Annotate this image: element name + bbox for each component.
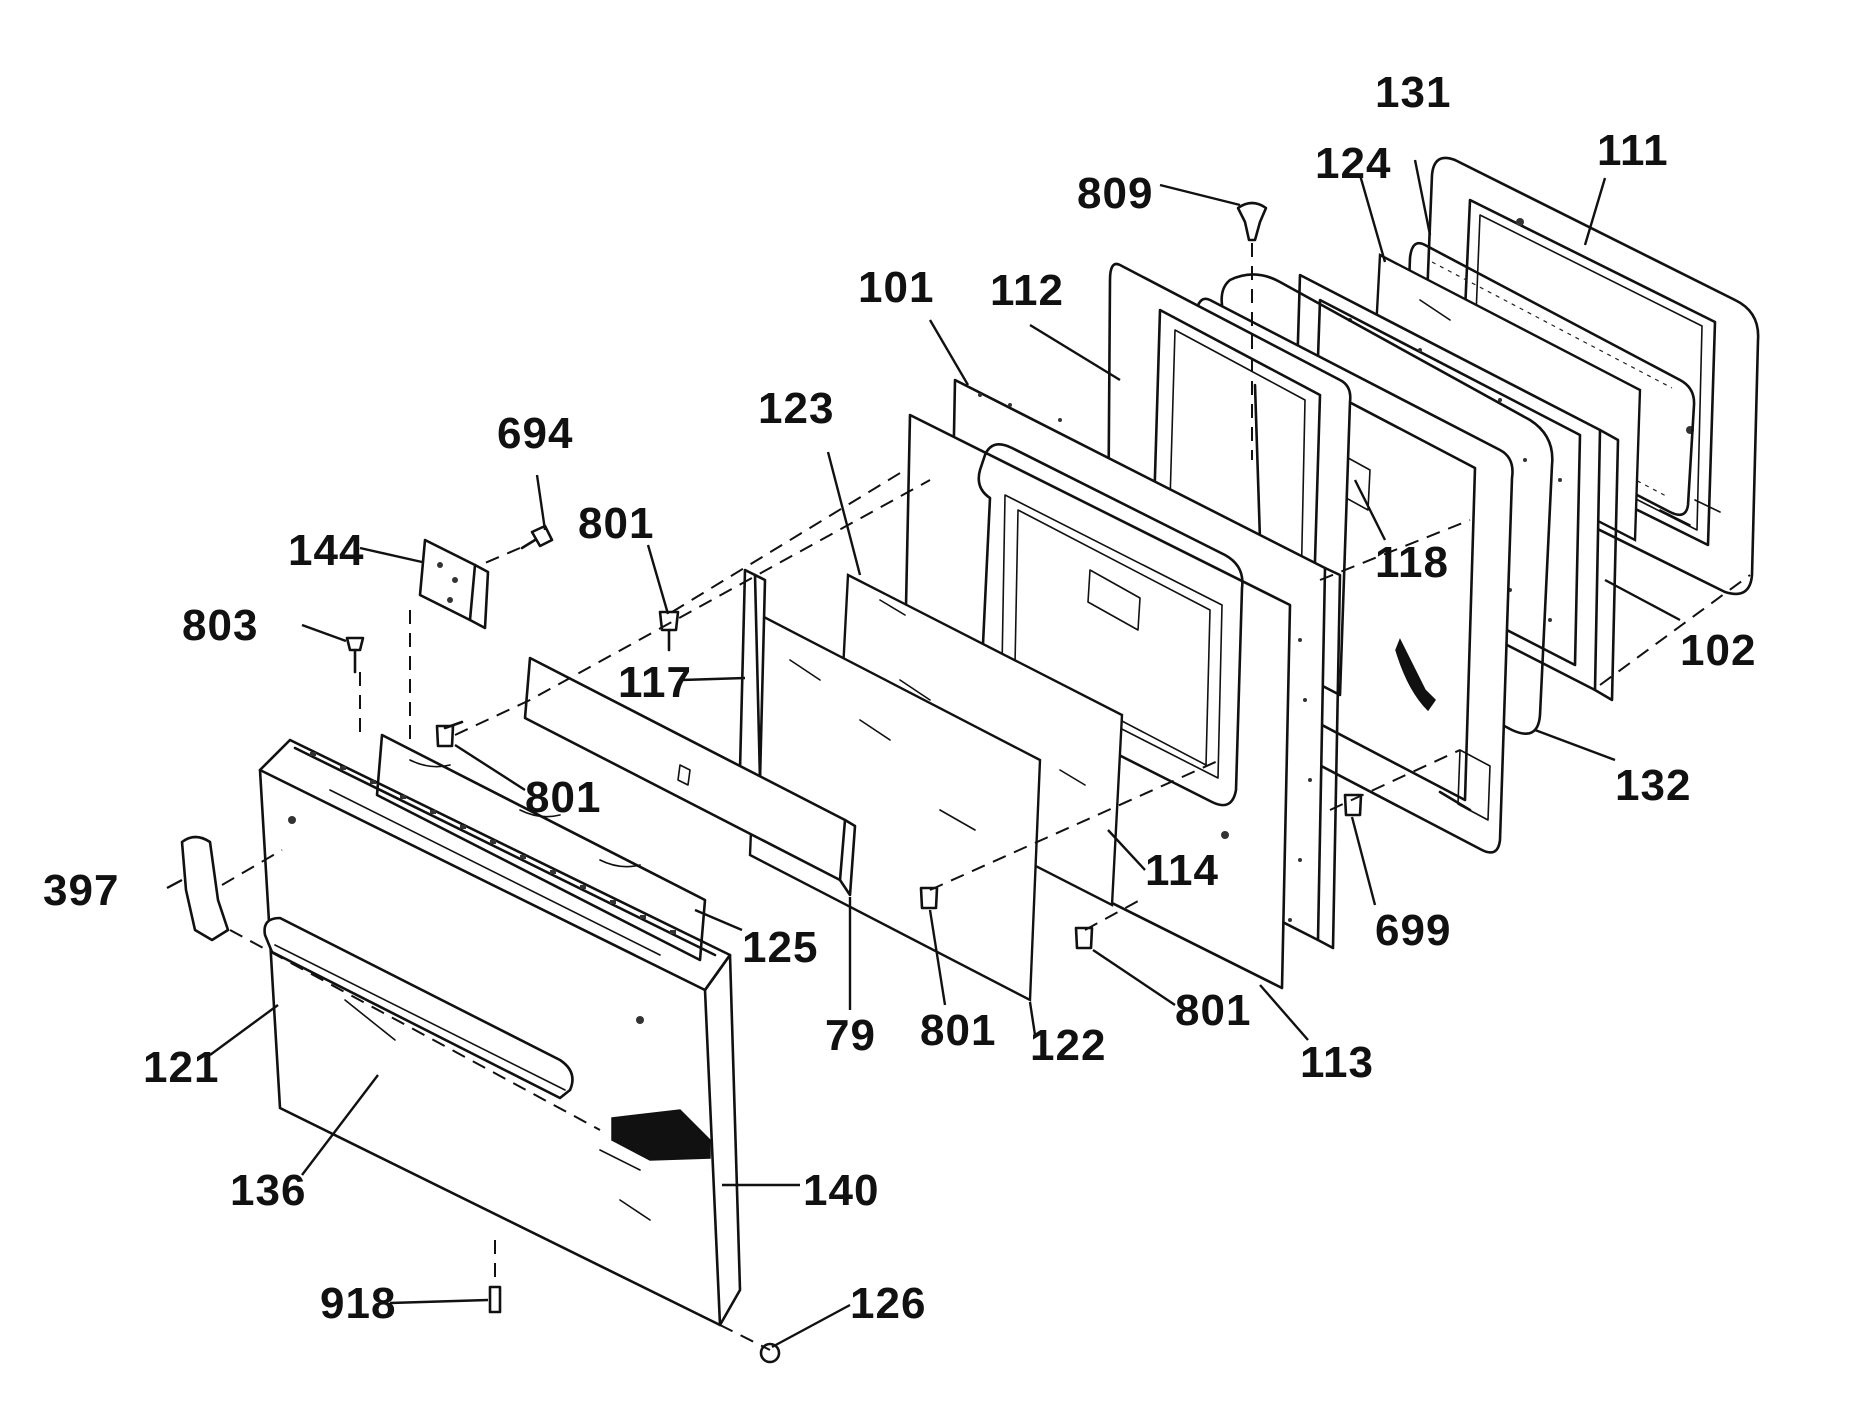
part-136-handle	[263, 916, 574, 1100]
part-labels: 111 131 124 809 101 112 123 694 801 144 …	[43, 68, 1756, 1328]
screw-801-b	[435, 720, 464, 748]
label-694: 694	[497, 409, 573, 458]
label-111: 111	[1597, 126, 1669, 175]
label-113: 113	[1300, 1038, 1374, 1087]
label-123: 123	[758, 384, 834, 433]
label-101: 101	[858, 263, 934, 312]
label-122: 122	[1030, 1021, 1106, 1070]
label-809: 809	[1077, 169, 1153, 218]
label-136: 136	[230, 1166, 306, 1215]
label-79: 79	[825, 1011, 876, 1060]
screw-801-a	[658, 610, 680, 652]
label-801-a: 801	[578, 499, 654, 548]
label-132: 132	[1615, 761, 1691, 810]
assembly-lines	[221, 243, 1751, 1351]
screw-801-c	[919, 886, 939, 910]
label-102: 102	[1680, 626, 1756, 675]
label-121: 121	[143, 1043, 219, 1092]
part-140-end-cap	[611, 1109, 711, 1161]
label-699: 699	[1375, 906, 1451, 955]
label-112: 112	[990, 266, 1064, 315]
label-801-d: 801	[920, 1006, 996, 1055]
label-918: 918	[320, 1279, 396, 1328]
screws	[345, 201, 1363, 1364]
label-144: 144	[288, 526, 364, 575]
label-140: 140	[803, 1166, 879, 1215]
part-117-retainer	[738, 568, 767, 782]
label-117: 117	[618, 658, 692, 707]
label-126: 126	[850, 1279, 926, 1328]
label-125: 125	[742, 923, 818, 972]
part-144-bracket	[418, 538, 490, 630]
leader-lines	[166, 159, 1681, 1349]
screw-801-d	[1074, 926, 1094, 950]
label-131: 131	[1375, 68, 1451, 117]
label-801-b: 801	[525, 773, 601, 822]
screw-699	[1343, 793, 1363, 817]
screw-694	[520, 524, 554, 550]
label-114: 114	[1145, 846, 1219, 895]
screw-918	[488, 1285, 502, 1314]
label-118: 118	[1375, 538, 1449, 587]
part-397-end-cap	[180, 835, 230, 942]
label-397: 397	[43, 866, 119, 915]
screw-809	[1236, 201, 1268, 242]
part-79-shield	[523, 656, 857, 897]
screw-803	[345, 636, 365, 674]
label-124: 124	[1315, 139, 1391, 188]
label-803: 803	[182, 601, 258, 650]
part-131-gasket	[1404, 241, 1696, 517]
label-801-c: 801	[1175, 986, 1251, 1035]
